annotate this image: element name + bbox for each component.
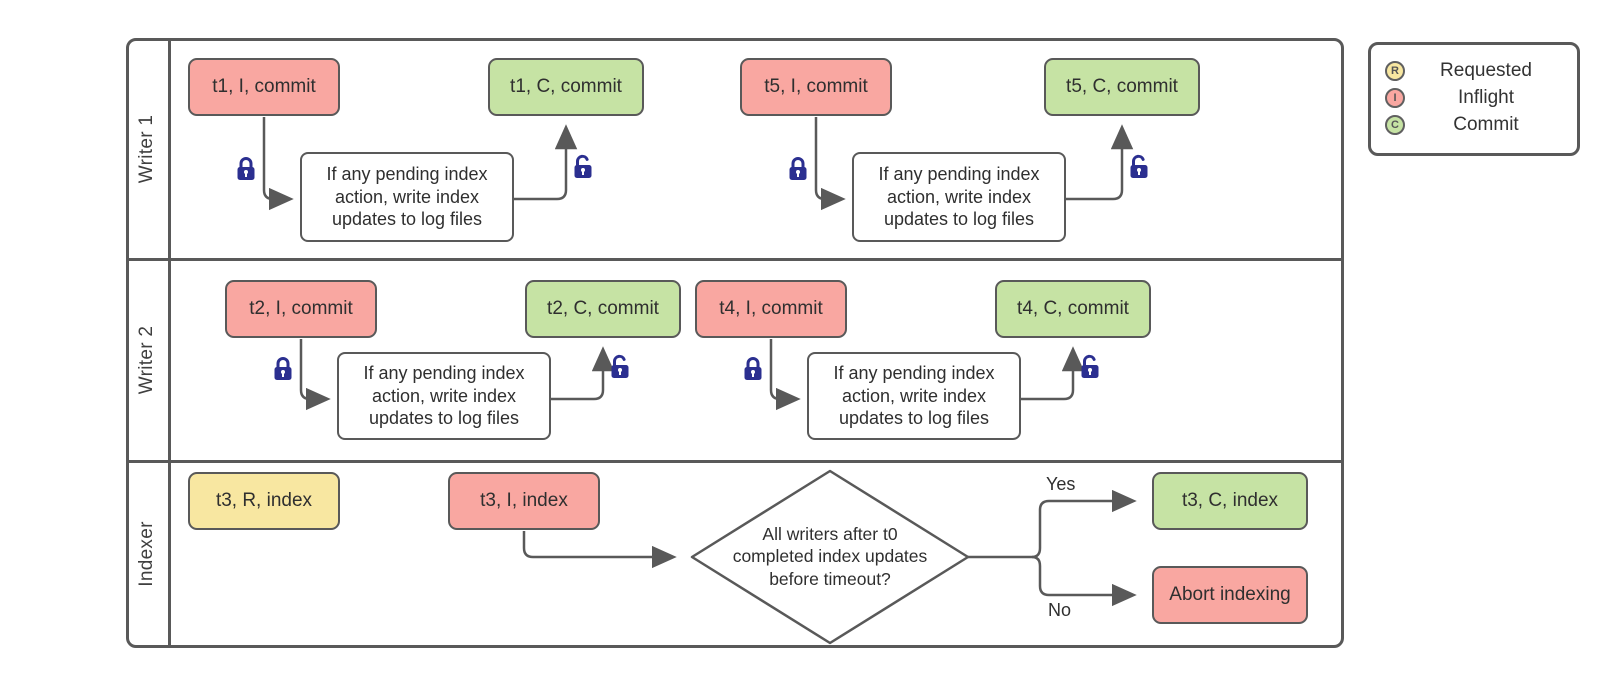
- state-t4-inflight: t4, I, commit: [695, 280, 847, 338]
- legend-label: Requested: [1440, 59, 1532, 81]
- branch-label-yes: Yes: [1046, 474, 1076, 494]
- lane-divider-2: [126, 460, 1344, 463]
- lane-divider-1: [126, 258, 1344, 261]
- open-lock-icon: [1081, 354, 1099, 378]
- lane-label-writer1: Writer 1: [136, 114, 157, 184]
- state-t3-commit: t3, C, index: [1152, 472, 1308, 530]
- state-t5-inflight: t5, I, commit: [740, 58, 892, 116]
- state-t3-inflight: t3, I, index: [448, 472, 600, 530]
- inflight-badge-icon: I: [1385, 87, 1405, 108]
- lane-label-writer2: Writer 2: [136, 325, 157, 395]
- state-t2-inflight: t2, I, commit: [225, 280, 377, 338]
- lane-label-divider: [168, 38, 171, 648]
- closed-lock-icon: [274, 357, 292, 380]
- closed-lock-icon: [789, 157, 807, 180]
- process-box-writer1-t1: If any pending index action, write index…: [300, 152, 514, 242]
- state-t4-commit: t4, C, commit: [995, 280, 1151, 338]
- process-box-writer2-t2: If any pending index action, write index…: [337, 352, 551, 440]
- state-t5-commit: t5, C, commit: [1044, 58, 1200, 116]
- lane-label-indexer: Indexer: [136, 521, 157, 587]
- state-t1-inflight: t1, I, commit: [188, 58, 340, 116]
- process-box-writer1-t5: If any pending index action, write index…: [852, 152, 1066, 242]
- open-lock-icon: [611, 354, 629, 378]
- decision-diamond-text: All writers after t0 completed index upd…: [732, 524, 928, 589]
- closed-lock-icon: [237, 157, 255, 180]
- state-abort-indexing: Abort indexing: [1152, 566, 1308, 624]
- legend-item-commit: C Commit: [1385, 111, 1567, 138]
- legend-label: Inflight: [1458, 86, 1514, 108]
- closed-lock-icon: [744, 357, 762, 380]
- open-lock-icon: [1130, 154, 1148, 178]
- legend-item-requested: R Requested: [1385, 57, 1567, 84]
- state-t1-commit: t1, C, commit: [488, 58, 644, 116]
- legend-item-inflight: I Inflight: [1385, 84, 1567, 111]
- process-box-writer2-t4: If any pending index action, write index…: [807, 352, 1021, 440]
- commit-badge-icon: C: [1385, 114, 1405, 135]
- open-lock-icon: [574, 154, 592, 178]
- state-t3-requested: t3, R, index: [188, 472, 340, 530]
- swimlane-frame: [126, 38, 1344, 648]
- legend-label: Commit: [1453, 113, 1519, 135]
- branch-label-no: No: [1048, 600, 1072, 620]
- requested-badge-icon: R: [1385, 60, 1405, 81]
- state-t2-commit: t2, C, commit: [525, 280, 681, 338]
- legend: R Requested I Inflight C Commit: [1368, 42, 1580, 156]
